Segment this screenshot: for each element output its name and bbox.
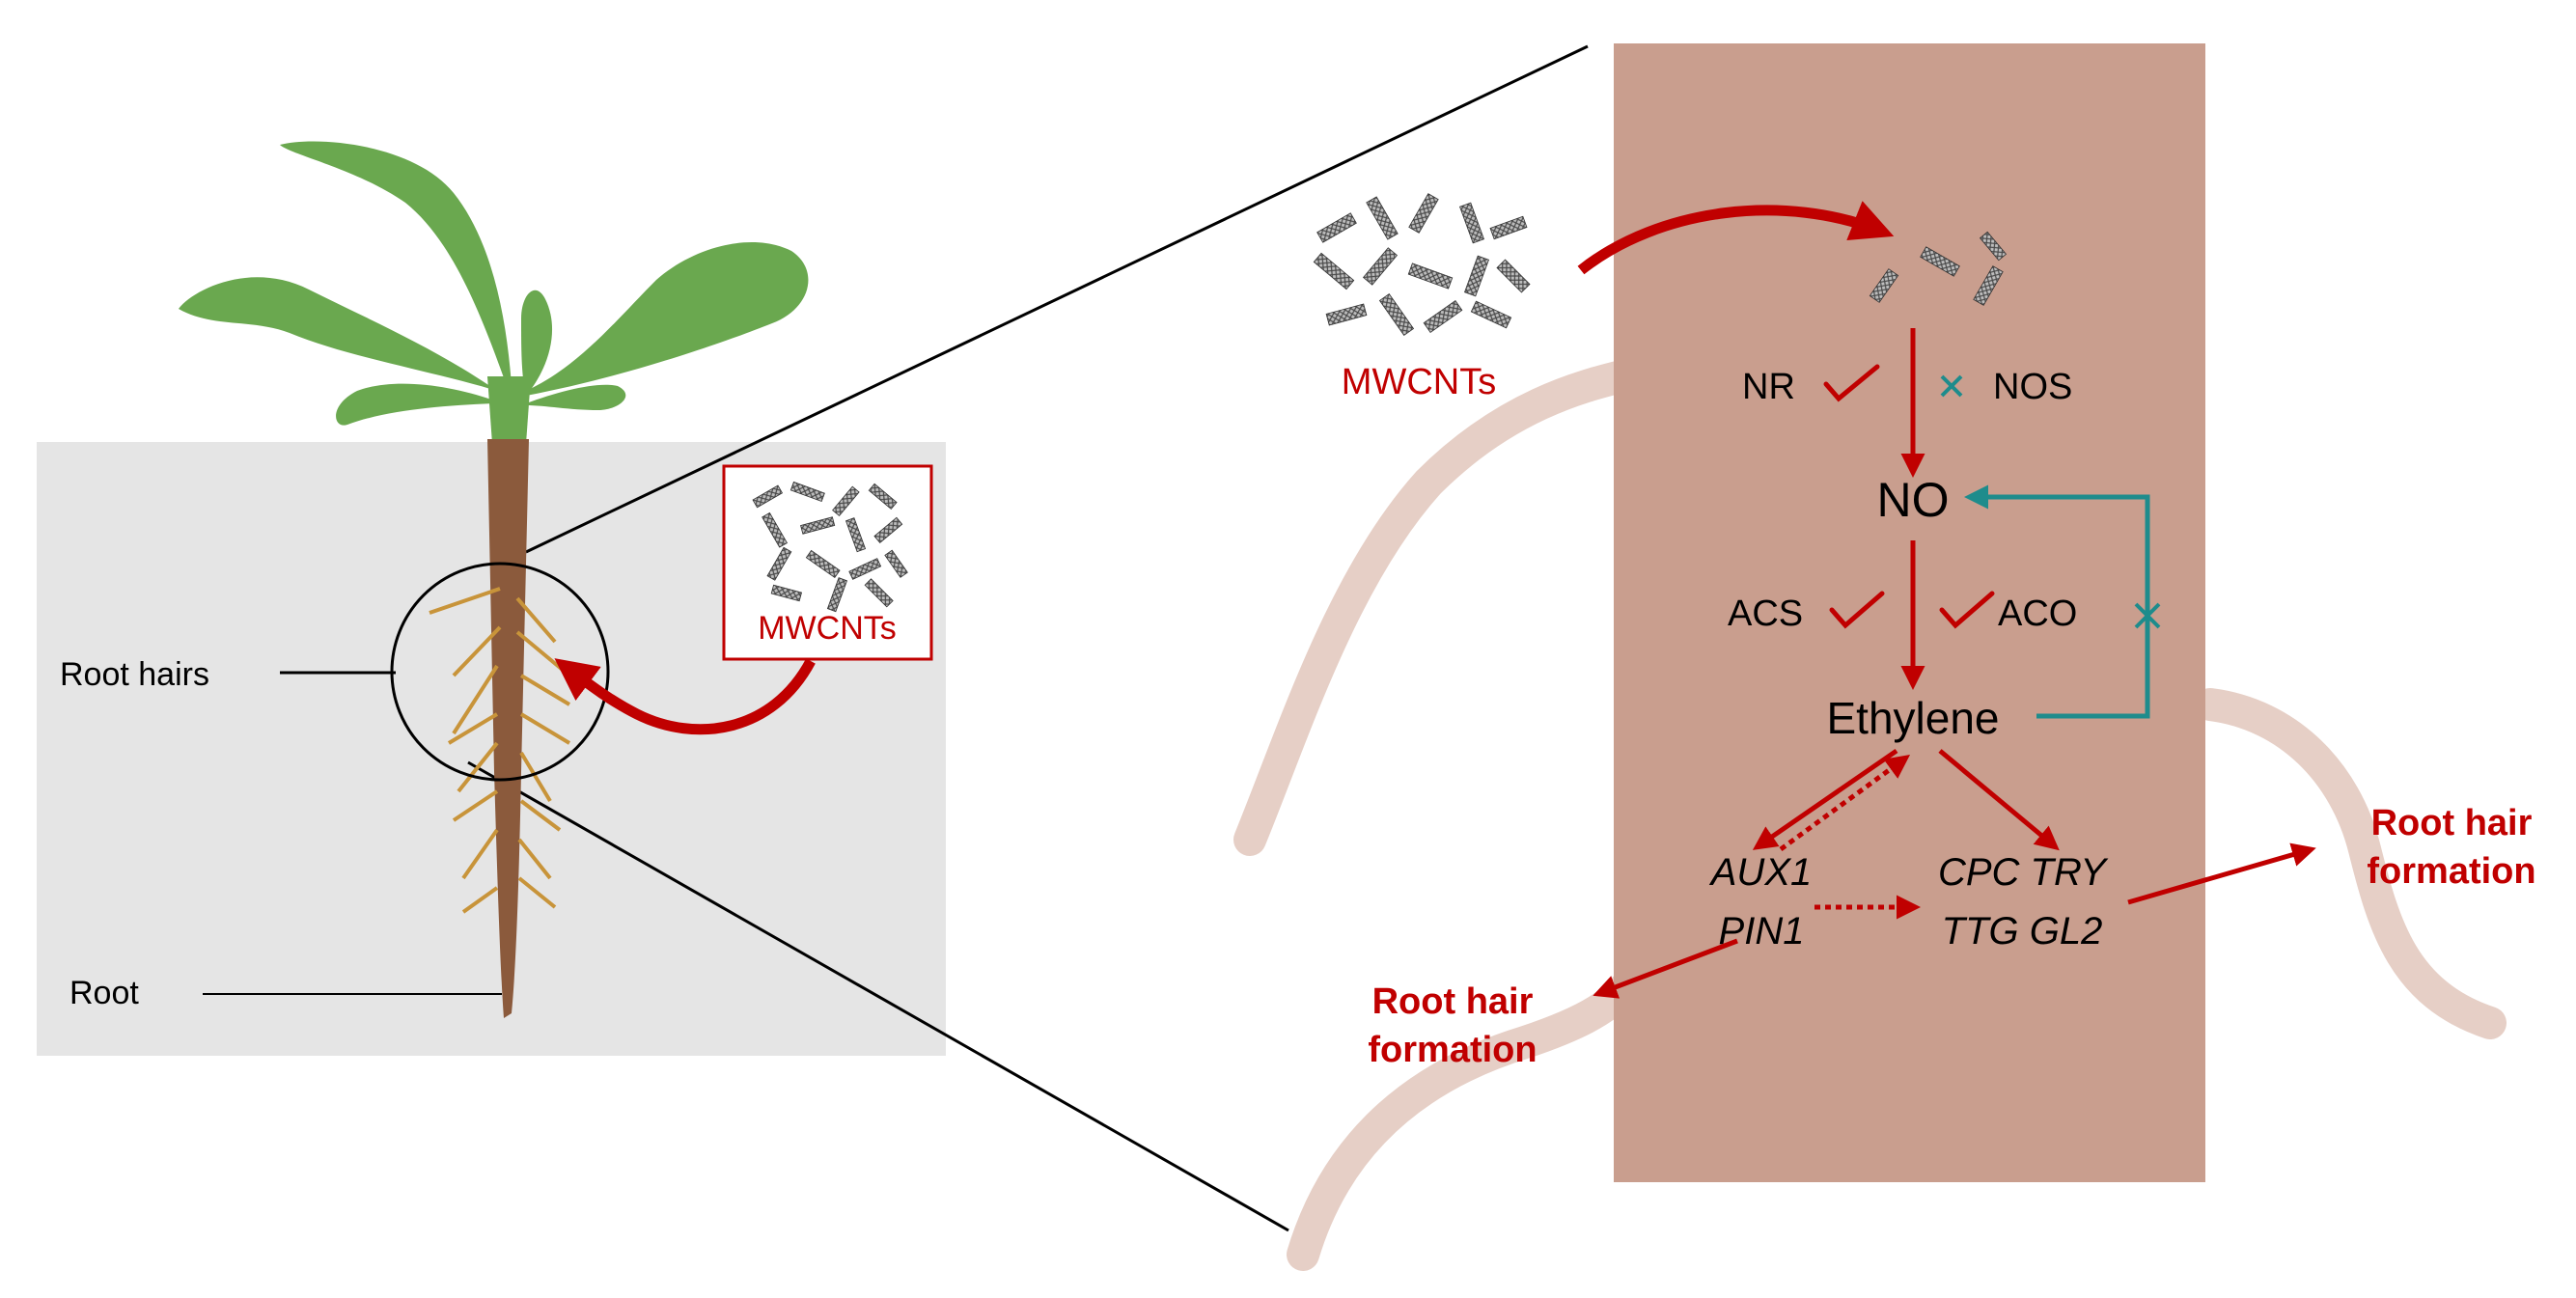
main-root [487, 439, 529, 1018]
feedback-cross-icon [2134, 602, 2161, 629]
leaf-upper-right [526, 242, 809, 396]
zoom-line-top [525, 44, 1589, 554]
background-root-right [2194, 688, 2507, 1039]
leaf-lower-right [526, 384, 626, 410]
nanotube-cluster-icon [752, 481, 908, 613]
outcome-right-line1: Root hair [2371, 803, 2533, 843]
arrow-ethylene-to-cpc [1938, 749, 2060, 851]
aux1-label: AUX1 [1709, 851, 1813, 894]
acs-label: ACS [1728, 594, 1803, 634]
acs-check-icon [1829, 591, 1885, 629]
zoom-line-bottom [467, 760, 1289, 1232]
aco-label: ACO [1998, 594, 2077, 634]
leaf-upper-left [179, 277, 497, 391]
arrow-aux1-to-ethylene-dashed [1779, 755, 1911, 852]
feedback-inhibition-path [1964, 484, 2150, 719]
internal-nanotube-icon [1869, 231, 2008, 306]
outcome-left-line1: Root hair [1372, 981, 1534, 1022]
outcome-right-line2: formation [2367, 851, 2535, 892]
stem [487, 376, 531, 444]
plant-shoot [179, 141, 809, 444]
cell-uptake-arrow [1577, 201, 1895, 275]
pin1-label: PIN1 [1719, 910, 1805, 953]
root-label: Root [69, 975, 139, 1011]
mwcnt-uptake-arrow [554, 658, 816, 735]
mwcnts-box-label: MWCNTs [758, 610, 897, 647]
ttg-gl2-label: TTG GL2 [1942, 910, 2103, 953]
leaf-top [280, 141, 512, 386]
left-panel: Root hairs Root MWCNTs [37, 44, 1589, 1232]
cpc-try-label: CPC TRY [1938, 851, 2109, 894]
nr-check-icon [1823, 364, 1880, 402]
root-hairs-label: Root hairs [60, 656, 209, 693]
external-nanotube-cluster-icon [1313, 193, 1531, 337]
leaf-small-right [521, 290, 553, 396]
right-panel: MWCNTs NR NOS NO ACS ACO Ethylene [1233, 43, 2536, 1271]
leaf-lower-left [336, 383, 494, 426]
arrow-to-left-outcome [1593, 938, 1738, 999]
no-label: NO [1877, 473, 1950, 527]
nos-label: NOS [1993, 367, 2072, 407]
nr-label: NR [1742, 367, 1795, 407]
external-mwcnts-label: MWCNTs [1342, 362, 1496, 402]
aco-check-icon [1939, 591, 1995, 629]
ethylene-label: Ethylene [1826, 693, 1999, 743]
root-cell [1614, 43, 2205, 1182]
nos-cross-icon [1940, 374, 1963, 398]
arrow-ethylene-to-aux1 [1752, 748, 1898, 850]
mwcnts-box: MWCNTs [722, 464, 933, 661]
root-hairs [429, 587, 571, 914]
background-root-bottom [1287, 949, 1657, 1271]
arrow-to-right-outcome [2127, 842, 2316, 905]
background-root-left [1233, 360, 1638, 856]
outcome-left-line2: formation [1368, 1030, 1537, 1070]
